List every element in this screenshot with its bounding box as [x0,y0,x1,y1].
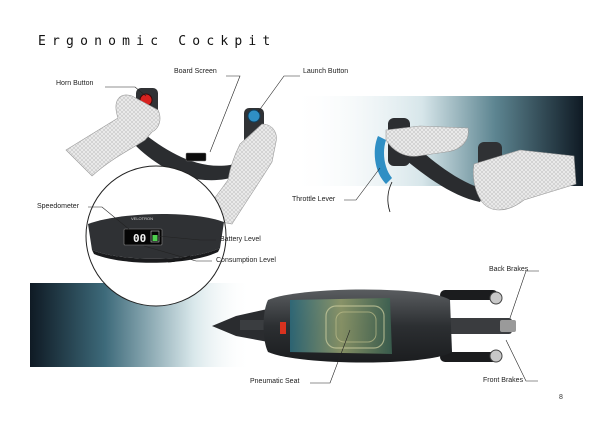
horn-leader-line [105,86,147,97]
vehicle-top-view [212,289,516,363]
label-front-brakes: Front Brakes [483,377,524,384]
battery-leader-line [157,235,216,241]
label-launch-button: Launch Button [303,68,349,75]
page-number: 8 [559,394,563,401]
board-screen-leader-line [209,75,241,153]
back-brakes-leader-line [509,270,539,319]
speedometer-leader-line [88,206,131,231]
page-title: Ergonomic Cockpit [38,34,277,49]
seat-leader-line [310,329,351,384]
label-board-screen: Board Screen [174,68,217,75]
launch-leader-line [257,75,300,113]
display-magnifier: 00 VELOTRON [85,165,227,307]
speed-readout: 00 [133,232,146,245]
label-speedometer: Speedometer [37,203,80,210]
handlebar-illustration [65,88,277,225]
launch-button-icon [247,109,261,123]
board-screen-icon [185,152,207,162]
battery-level-icon [150,230,160,243]
display-brand-text: VELOTRON [131,216,153,221]
label-back-brakes: Back Brakes [489,266,529,273]
throttle-leader-line [344,167,381,201]
label-horn-button: Horn Button [56,80,94,87]
throttle-lever-icon [374,136,392,184]
consumption-leader-line [143,245,212,262]
label-consumption-level: Consumption Level [216,257,276,264]
front-brakes-leader-line [505,339,538,382]
label-pneumatic-seat: Pneumatic Seat [250,378,300,385]
label-battery-level: Battery Level [220,236,261,243]
throttle-illustration [374,118,577,213]
label-throttle-lever: Throttle Lever [292,196,336,203]
